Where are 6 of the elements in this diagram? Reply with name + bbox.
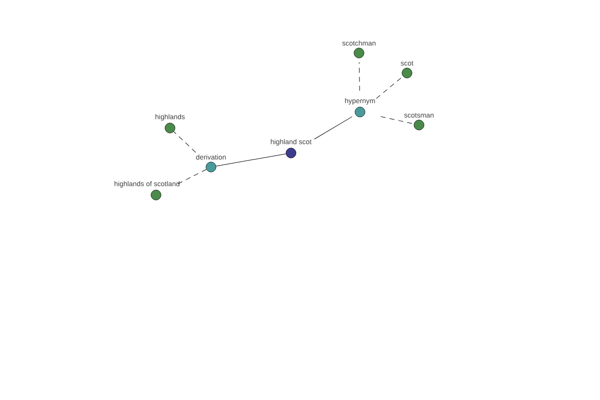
connector-line <box>376 76 404 99</box>
connector-line <box>358 62 360 92</box>
connector-line <box>380 116 414 124</box>
connector-line <box>314 116 352 140</box>
connector-line <box>216 154 286 166</box>
connector-line <box>174 131 196 153</box>
